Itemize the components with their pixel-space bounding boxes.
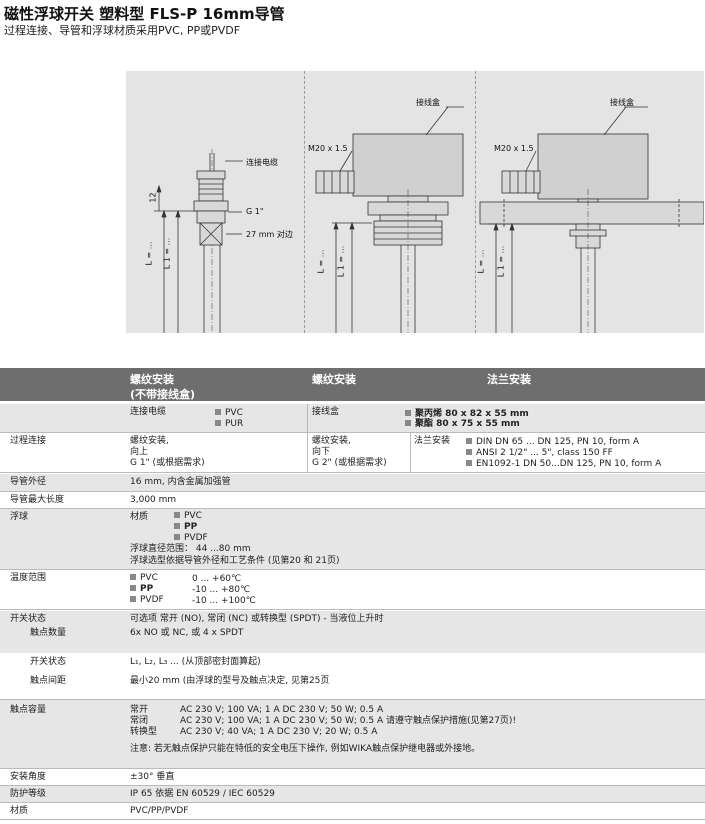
temp-range: -10 ... +100℃ [192, 596, 256, 606]
contact-distance-label: 触点间距 [30, 676, 67, 686]
dim-12-label: 12 [148, 192, 158, 203]
material-value: PVC/PP/PVDF [130, 806, 189, 816]
l1-label: L 1 = ... [336, 245, 346, 278]
switch-state-value: L₁, L₂, L₃ ... (从顶部密封面算起) [130, 657, 261, 667]
l1-label: L 1 = ... [496, 245, 506, 278]
header-thread-mount: 螺纹安装 [312, 373, 356, 386]
float-note: 浮球选型依据导管外径和工艺条件 (见第20 和 21页) [130, 556, 340, 566]
contact-distance-value: 最小20 mm (由浮球的型号及触点决定, 见第25页 [130, 676, 330, 686]
temperature-row: 温度范围 PVC 0 ... +60℃ PP -10 ... +80℃ PVDF… [0, 570, 705, 610]
flange-label: 法兰安装 [414, 436, 451, 446]
column-divider [410, 433, 411, 473]
rating-type: 常开 [130, 705, 149, 715]
l-label: L = ... [316, 249, 326, 274]
switch-state-row: 开关状态 L₁, L₂, L₃ ... (从顶部密封面算起) [0, 653, 705, 671]
process-col2-line: 螺纹安装, [312, 436, 351, 446]
contacts-label: 触点数量 [30, 628, 67, 638]
float-material: PP [174, 522, 197, 533]
float-label: 浮球 [10, 512, 29, 522]
page-title: 磁性浮球开关 塑料型 FLS-P 16mm导管 [4, 5, 285, 23]
rating-value: AC 230 V; 100 VA; 1 A DC 230 V; 50 W; 0.… [180, 716, 517, 726]
column-divider [307, 433, 308, 473]
temp-material: PVDF [130, 595, 164, 606]
box-label: 接线盒 [312, 407, 340, 417]
process-connection-row: 过程连接 螺纹安装, 向上 G 1" (或根据需求) 螺纹安装, 向下 G 2"… [0, 433, 705, 473]
l-label: L = ... [144, 241, 154, 266]
box-option: 聚丙烯 80 x 82 x 55 mm [405, 409, 529, 420]
float-material: PVDF [174, 533, 208, 544]
angle-row: 安装角度 ±30° 垂直 [0, 769, 705, 786]
float-row: 浮球 材质 PVC PP PVDF 浮球直径范围： 44 ...80 mm 浮球… [0, 509, 705, 570]
float-material: PVC [174, 511, 202, 522]
guide-diameter-value: 16 mm, 内含金属加强管 [130, 477, 231, 487]
ip-row: 防护等级 IP 65 依据 EN 60529 / IEC 60529 [0, 786, 705, 803]
l1-label: L 1 = ... [162, 237, 172, 270]
header-thread-no-box: 螺纹安装 [130, 373, 174, 386]
float-material-label: 材质 [130, 512, 149, 522]
ip-label: 防护等级 [10, 789, 47, 799]
process-col2-line: G 2" (或根据需求) [312, 458, 387, 468]
switch-label: 开关状态 [10, 614, 47, 624]
contacts-value: 6x NO 或 NC, 或 4 x SPDT [130, 628, 244, 638]
process-label: 过程连接 [10, 436, 47, 446]
guide-length-row: 导管最大长度 3,000 mm [0, 492, 705, 509]
process-col1-line: 向上 [130, 447, 149, 457]
flange-option: ANSI 2 1/2" ... 5", class 150 FF [466, 448, 613, 459]
material-label: 材质 [10, 806, 29, 816]
temp-material: PP [130, 584, 153, 595]
cable-option: PUR [215, 419, 243, 430]
ip-value: IP 65 依据 EN 60529 / IEC 60529 [130, 789, 275, 799]
temp-material: PVC [130, 573, 158, 584]
spec-table-header: 螺纹安装 (不带接线盒) 螺纹安装 法兰安装 [0, 368, 705, 401]
guide-diameter-label: 导管外径 [10, 477, 47, 487]
page-subtitle: 过程连接、导管和浮球材质采用PVC, PP或PVDF [4, 24, 241, 37]
rating-label: 触点容量 [10, 705, 47, 715]
switch-value: 可选项 常开 (NO), 常闭 (NC) 或转换型 (SPDT) - 当液位上升… [130, 614, 384, 624]
switch-state-label: 开关状态 [30, 657, 67, 667]
rating-value: AC 230 V; 100 VA; 1 A DC 230 V; 50 W; 0.… [180, 705, 384, 715]
angle-label: 安装角度 [10, 772, 47, 782]
float-diameter: 浮球直径范围： 44 ...80 mm [130, 544, 251, 554]
temp-range: 0 ... +60℃ [192, 574, 242, 584]
panel-divider [475, 71, 476, 333]
rating-type: 转换型 [130, 727, 158, 737]
m20-label: M20 x 1.5 [308, 144, 348, 153]
material-row: 材质 PVC/PP/PVDF [0, 803, 705, 820]
flange-option: EN1092-1 DN 50...DN 125, PN 10, form A [466, 459, 661, 470]
guide-diameter-row: 导管外径 16 mm, 内含金属加强管 [0, 474, 705, 492]
panel-divider [304, 71, 305, 333]
cable-option: PVC [215, 408, 243, 419]
rating-note: 注意: 若无触点保护只能在特低的安全电压下操作, 例如WIKA触点保护继电器或外… [130, 744, 481, 754]
rating-value: AC 230 V; 40 VA; 1 A DC 230 V; 20 W; 0.5… [180, 727, 378, 737]
process-col1-line: G 1" (或根据需求) [130, 458, 205, 468]
connection-row: 连接电缆 PVC PUR 接线盒 聚丙烯 80 x 82 x 55 mm 聚酯 … [0, 404, 705, 433]
spanner-label: 27 mm 对边 [246, 230, 293, 239]
m20-label: M20 x 1.5 [494, 144, 534, 153]
technical-drawing [154, 106, 704, 333]
switch-row: 开关状态 可选项 常开 (NO), 常闭 (NC) 或转换型 (SPDT) - … [0, 611, 705, 627]
angle-value: ±30° 垂直 [130, 772, 175, 782]
guide-length-value: 3,000 mm [130, 495, 177, 505]
contacts-row: 触点数量 6x NO 或 NC, 或 4 x SPDT [0, 627, 705, 653]
column-divider [307, 404, 308, 433]
cable-label: 连接电缆 [246, 158, 278, 167]
l-label: L = ... [476, 249, 486, 274]
header-flange-mount: 法兰安装 [487, 373, 531, 386]
contact-rating-row: 触点容量 常开 AC 230 V; 100 VA; 1 A DC 230 V; … [0, 700, 705, 769]
contact-distance-row: 触点间距 最小20 mm (由浮球的型号及触点决定, 见第25页 [0, 671, 705, 700]
rating-type: 常闭 [130, 716, 149, 726]
junction-box-label: 接线盒 [416, 98, 440, 107]
process-col2-line: 向下 [312, 447, 331, 457]
guide-length-label: 导管最大长度 [10, 495, 65, 505]
junction-box-label: 接线盒 [610, 98, 634, 107]
thread-label: G 1" [246, 207, 264, 216]
box-option: 聚酯 80 x 75 x 55 mm [405, 419, 520, 430]
temperature-label: 温度范围 [10, 573, 47, 583]
process-col1-line: 螺纹安装, [130, 436, 169, 446]
header-thread-no-box-sub: (不带接线盒) [130, 388, 196, 401]
cable-label: 连接电缆 [130, 407, 167, 417]
temp-range: -10 ... +80℃ [192, 585, 251, 595]
flange-option: DIN DN 65 ... DN 125, PN 10, form A [466, 437, 639, 448]
dimension-drawing-panel: 连接电缆 12 G 1" 27 mm 对边 L = ... L 1 = ... … [126, 71, 704, 333]
